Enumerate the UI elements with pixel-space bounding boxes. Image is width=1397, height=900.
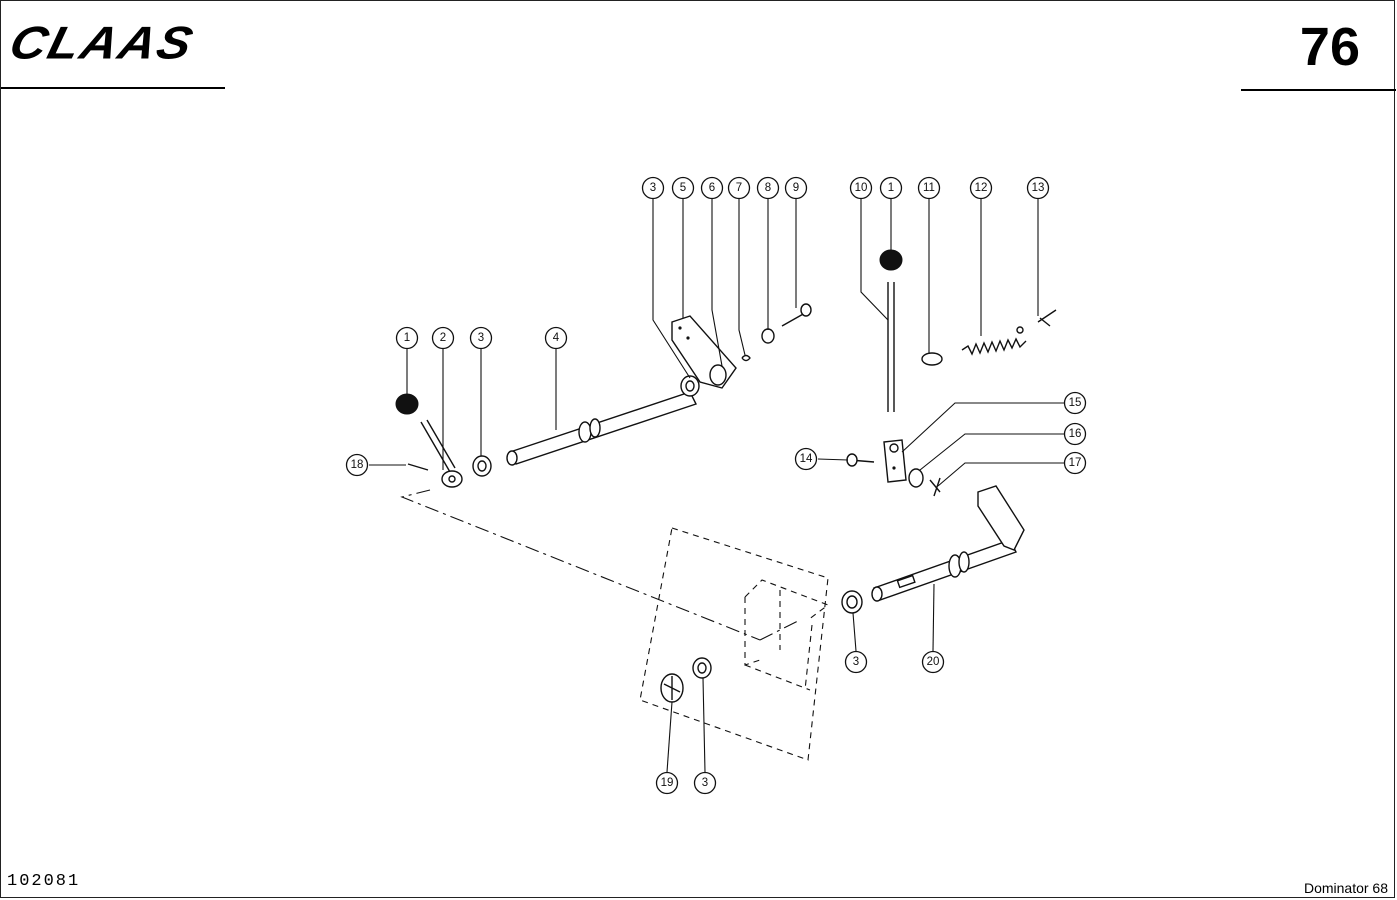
callout-13: 13 bbox=[1026, 176, 1050, 200]
svg-text:20: 20 bbox=[927, 656, 940, 668]
callout-15: 15 bbox=[1063, 391, 1087, 415]
part-clevis-15 bbox=[883, 439, 907, 483]
svg-text:1: 1 bbox=[404, 332, 410, 344]
callout-12: 12 bbox=[969, 176, 993, 200]
callout-20: 20 bbox=[921, 650, 945, 674]
svg-text:7: 7 bbox=[736, 182, 742, 194]
part-handwheel-19 bbox=[660, 673, 684, 703]
svg-text:8: 8 bbox=[765, 182, 771, 194]
svg-text:16: 16 bbox=[1069, 428, 1082, 440]
part-bushing-3a bbox=[472, 455, 492, 477]
callout-5: 5 bbox=[671, 176, 695, 200]
part-ring-11 bbox=[921, 352, 943, 366]
callout-16: 16 bbox=[1063, 422, 1087, 446]
svg-text:3: 3 bbox=[702, 777, 708, 789]
callout-6: 6 bbox=[700, 176, 724, 200]
callout-9: 9 bbox=[784, 176, 808, 200]
callout-10: 10 bbox=[849, 176, 873, 200]
svg-text:18: 18 bbox=[351, 459, 364, 471]
part-knob-left bbox=[395, 393, 456, 473]
part-shaft-4 bbox=[506, 391, 697, 466]
callout-14: 14 bbox=[794, 447, 818, 471]
header-rule-left bbox=[1, 87, 225, 89]
part-arm-5 bbox=[671, 315, 737, 389]
part-bolt-14 bbox=[846, 453, 875, 467]
page-number: 76 bbox=[1299, 17, 1360, 77]
part-splitpin-17 bbox=[929, 477, 941, 497]
part-shaft-20 bbox=[871, 485, 1025, 602]
svg-text:17: 17 bbox=[1069, 457, 1082, 469]
part-washer-16 bbox=[908, 468, 924, 488]
svg-text:13: 13 bbox=[1032, 182, 1045, 194]
part-bushing-3b bbox=[680, 375, 700, 397]
callout-4: 4 bbox=[544, 326, 568, 350]
svg-text:19: 19 bbox=[661, 777, 674, 789]
part-pin-18 bbox=[407, 463, 429, 471]
callout-8: 8 bbox=[756, 176, 780, 200]
svg-text:15: 15 bbox=[1069, 397, 1082, 409]
callout-1-left: 1 bbox=[395, 326, 419, 350]
callout-7: 7 bbox=[727, 176, 751, 200]
callout-19: 19 bbox=[655, 771, 679, 795]
callout-17: 17 bbox=[1063, 451, 1087, 475]
model-name: Dominator 68 bbox=[1303, 880, 1388, 896]
svg-text:9: 9 bbox=[793, 182, 799, 194]
drawing-id: 102081 bbox=[7, 872, 81, 891]
assembly-guide-lines bbox=[400, 489, 830, 761]
callout-3-middle: 3 bbox=[844, 650, 868, 674]
callout-1-right: 1 bbox=[879, 176, 903, 200]
part-lever-2 bbox=[441, 470, 463, 488]
svg-text:5: 5 bbox=[680, 182, 686, 194]
callout-3-bottom: 3 bbox=[693, 771, 717, 795]
callout-3-upper-left: 3 bbox=[469, 326, 493, 350]
part-bushing-3d bbox=[841, 590, 863, 614]
svg-text:3: 3 bbox=[478, 332, 484, 344]
callout-11: 11 bbox=[917, 176, 941, 200]
svg-text:6: 6 bbox=[709, 182, 715, 194]
part-spring-12 bbox=[961, 326, 1027, 356]
svg-text:10: 10 bbox=[855, 182, 868, 194]
part-knob-right bbox=[879, 249, 903, 412]
part-clip-7 bbox=[741, 354, 751, 362]
callouts: 1 2 3 4 3 5 6 7 8 9 10 1 11 12 13 14 15 … bbox=[345, 176, 1087, 795]
svg-text:3: 3 bbox=[650, 182, 656, 194]
part-pin-13 bbox=[1037, 309, 1057, 327]
svg-text:12: 12 bbox=[975, 182, 988, 194]
svg-text:1: 1 bbox=[888, 182, 894, 194]
callout-3-top: 3 bbox=[641, 176, 665, 200]
svg-text:4: 4 bbox=[553, 332, 560, 344]
svg-text:3: 3 bbox=[853, 656, 859, 668]
svg-text:2: 2 bbox=[440, 332, 446, 344]
svg-text:11: 11 bbox=[923, 182, 935, 194]
callout-2: 2 bbox=[431, 326, 455, 350]
part-washer-8 bbox=[761, 328, 775, 344]
header-rule-right bbox=[1241, 89, 1396, 91]
part-bushing-3c bbox=[692, 657, 712, 679]
svg-text:14: 14 bbox=[800, 453, 813, 465]
callout-18: 18 bbox=[345, 453, 369, 477]
leader-lines bbox=[369, 199, 1064, 773]
part-bolt-9 bbox=[781, 303, 812, 327]
